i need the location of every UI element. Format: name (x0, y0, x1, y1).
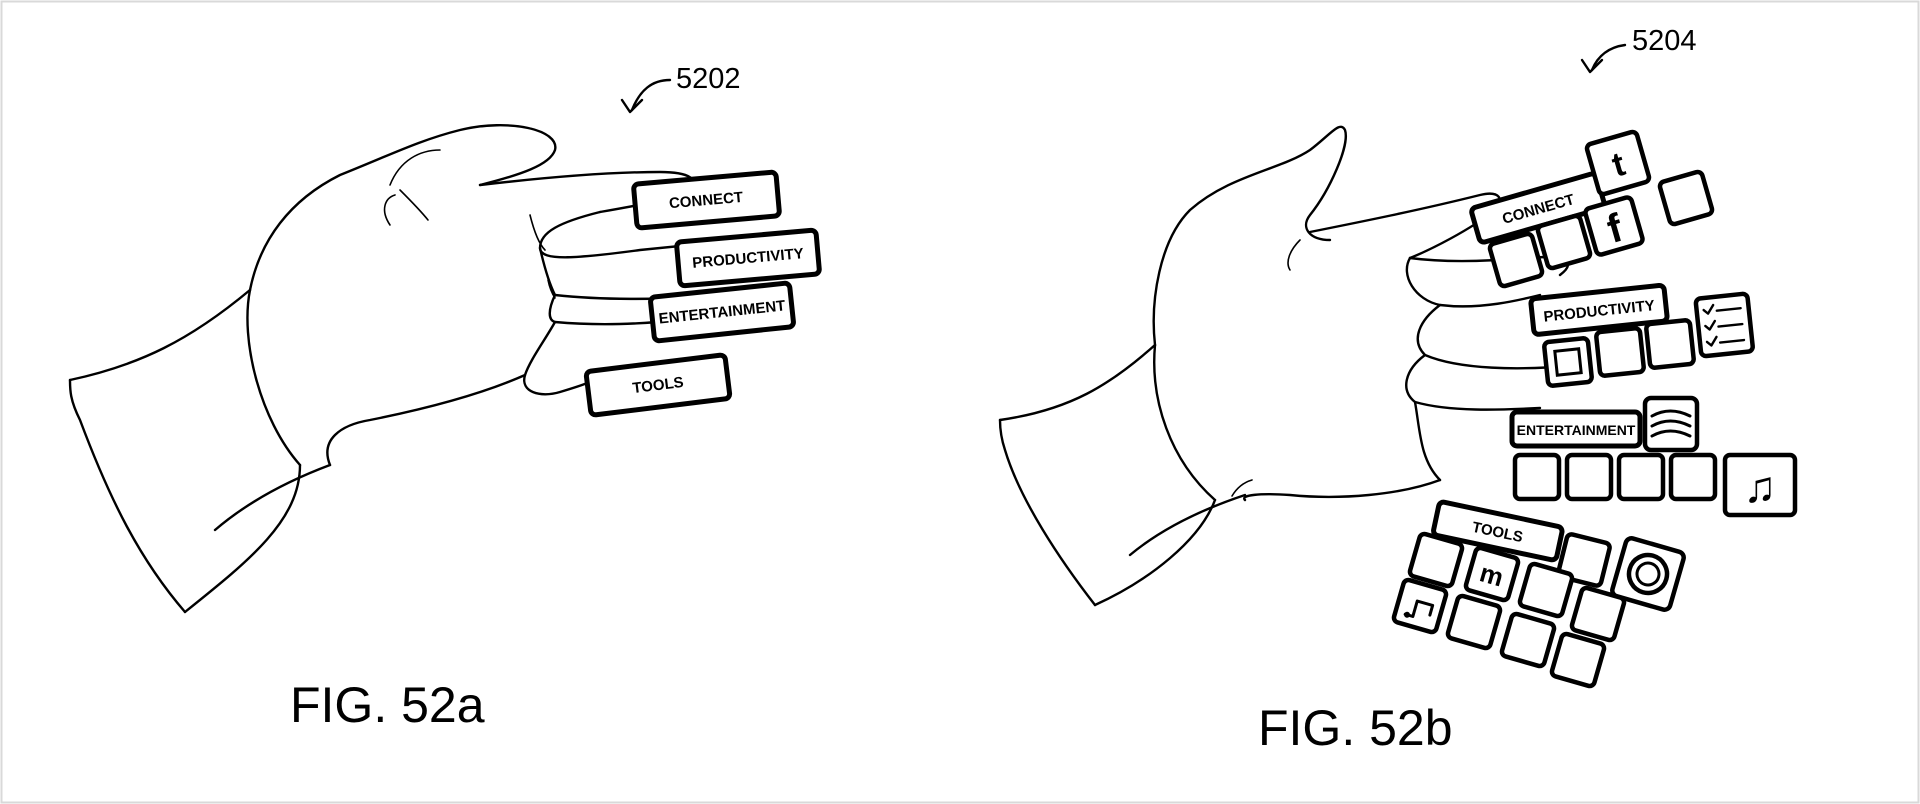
tool-icon[interactable] (1391, 577, 1449, 635)
app-tile[interactable] (1517, 561, 1575, 619)
reference-number-5202: 5202 (676, 63, 741, 95)
menu-button-connect[interactable]: CONNECT (631, 169, 782, 231)
app-tile[interactable] (1499, 611, 1557, 669)
app-tile[interactable] (1564, 452, 1614, 502)
m-app-icon[interactable]: m (1463, 545, 1521, 603)
app-tile[interactable] (1549, 631, 1607, 689)
menu-label-tools: TOOLS (632, 374, 685, 397)
wifi-feed-icon[interactable] (1642, 395, 1700, 453)
figure-caption-52a: FIG. 52a (290, 677, 485, 733)
reference-arrow-5202 (630, 78, 672, 112)
menu-button-productivity-b[interactable]: PRODUCTIVITY (1528, 282, 1670, 337)
music-note-icon[interactable]: ♫ (1722, 452, 1798, 518)
app-tile[interactable] (1644, 318, 1696, 370)
square-icon[interactable] (1542, 336, 1594, 388)
app-tile[interactable] (1407, 531, 1465, 589)
figure-52b: 5204 CONNECT t (998, 25, 1798, 756)
menu-button-entertainment-b[interactable]: ENTERTAINMENT (1509, 409, 1643, 449)
app-tile[interactable] (1657, 169, 1715, 227)
app-tile[interactable] (1487, 231, 1545, 289)
reference-arrow-5204 (1590, 43, 1627, 72)
menu-button-productivity[interactable]: PRODUCTIVITY (674, 227, 822, 289)
menu-button-entertainment[interactable]: ENTERTAINMENT (648, 280, 796, 344)
app-tile[interactable] (1445, 593, 1503, 651)
app-tile[interactable] (1569, 585, 1627, 643)
app-tile[interactable] (1668, 452, 1718, 502)
menu-button-tools-b[interactable]: TOOLS (1431, 499, 1565, 563)
svg-text:♫: ♫ (1744, 463, 1777, 512)
facebook-icon[interactable]: f (1583, 195, 1645, 257)
app-tile[interactable] (1594, 326, 1646, 378)
reference-arrowhead-5204 (1580, 58, 1604, 74)
menu-button-tools[interactable]: TOOLS (583, 352, 733, 418)
checklist-icon[interactable] (1693, 291, 1755, 359)
menu-label-entertainment-b: ENTERTAINMENT (1517, 422, 1636, 438)
menu-label-connect: CONNECT (668, 189, 743, 212)
twitter-icon[interactable]: t (1584, 129, 1652, 197)
app-tile[interactable] (1512, 452, 1562, 502)
app-tile[interactable] (1616, 452, 1666, 502)
reference-number-5204: 5204 (1632, 25, 1697, 57)
hand-drawing-a (68, 124, 782, 614)
figure-caption-52b: FIG. 52b (1258, 700, 1453, 756)
figure-52a: 5202 CONNECT (68, 63, 822, 733)
app-tile[interactable] (1535, 213, 1593, 271)
camera-icon[interactable] (1610, 536, 1686, 612)
reference-arrowhead-5202 (620, 98, 644, 114)
